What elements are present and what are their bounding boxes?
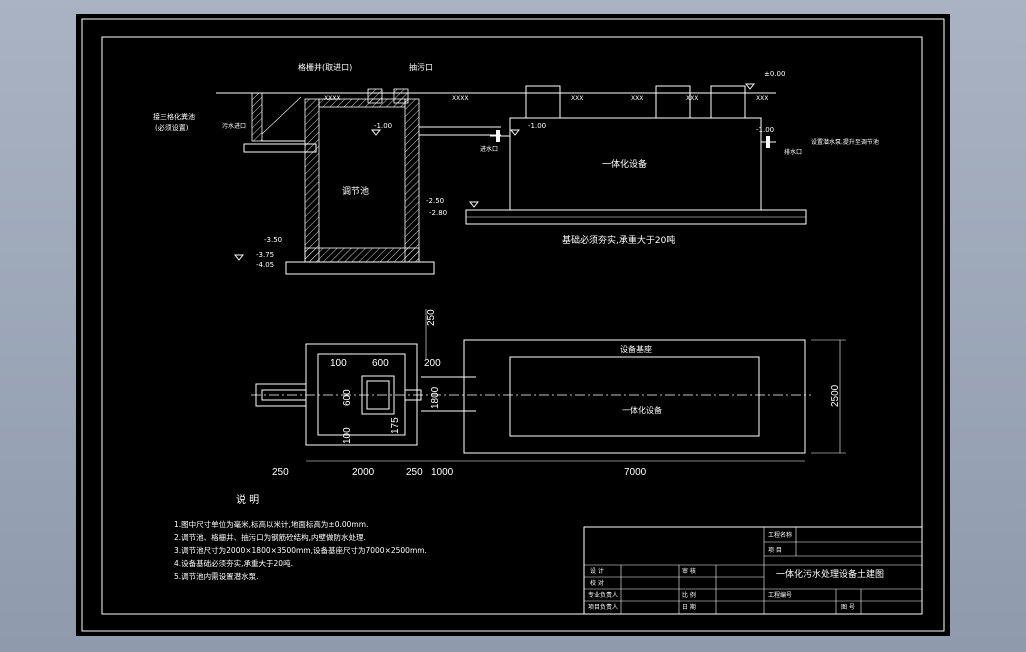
dim-250-top: 250	[426, 309, 437, 326]
dim-b1000: 1000	[431, 467, 454, 478]
dim-b7000: 7000	[624, 467, 647, 478]
equipment-section-label: 一体化设备	[602, 158, 647, 170]
notes: 说 明 1.图中尺寸单位为毫米,标高以米计,地面标高为±0.00mm. 2.调节…	[174, 493, 427, 581]
elev-405: -4.05	[256, 261, 274, 269]
section-view: XXXX XXXX XXX XXX XXX XXX	[153, 62, 879, 275]
inlet-label: 进水口	[480, 145, 498, 153]
dim-b250: 250	[272, 467, 289, 478]
cad-drawing-sheet: XXXX XXXX XXX XXX XXX XXX	[76, 14, 950, 636]
tank-label: 调节池	[342, 185, 369, 197]
notes-heading: 说 明	[236, 493, 259, 506]
svg-text:XXX: XXX	[756, 95, 768, 102]
elev-250: -2.50	[426, 197, 444, 205]
tb-label-5: 专业负责人	[588, 591, 618, 599]
dim-100: 100	[330, 358, 347, 369]
svg-text:XXX: XXX	[571, 95, 583, 102]
tb-label-2: 设 计	[590, 567, 604, 575]
foundation-note: 基础必须夯实,承重大于20吨	[562, 234, 675, 246]
title-block: 工程名称 项 目 设 计 校 对 审 核 专业负责人 项目负责人 工程编号 图 …	[583, 526, 923, 615]
note-5: 5.调节池内需设置潜水泵.	[174, 571, 259, 581]
tb-label-3: 校 对	[590, 579, 604, 587]
svg-text:XXX: XXX	[686, 95, 698, 102]
outlet-label: 排水口	[784, 148, 802, 156]
elev-top: ±0.00	[764, 70, 785, 78]
elev-280: -2.80	[429, 209, 447, 217]
svg-text:XXXX: XXXX	[324, 95, 340, 102]
elev-100c: -1.00	[756, 126, 774, 134]
elev-100a: -1.00	[374, 122, 392, 130]
tb-label-1: 项 目	[768, 547, 782, 554]
dim-175: 175	[390, 417, 401, 434]
svg-text:XXX: XXX	[631, 95, 643, 102]
screen-well-label: 格栅井(取进口)	[298, 62, 352, 72]
note-1: 1.图中尺寸单位为毫米,标高以米计,地面标高为±0.00mm.	[174, 519, 368, 529]
outer-border	[81, 18, 945, 632]
tb-label-9: 比 例	[682, 591, 696, 599]
outlet-note: 设置潜水泵,提升至调节池	[811, 138, 879, 146]
drawing-title: 一体化污水处理设备土建图	[776, 568, 884, 580]
pipe-note: 污水进口	[222, 122, 246, 130]
dim-100v: 100	[342, 427, 353, 444]
elev-100b: -1.00	[528, 122, 546, 130]
tb-label-8: 图 号	[841, 604, 855, 611]
septic-label: 接三格化粪池	[153, 112, 195, 121]
dim-1800: 1800	[430, 386, 441, 409]
tb-label-4: 审 核	[682, 567, 696, 575]
dim-2500: 2500	[830, 384, 841, 407]
note-3: 3.调节池尺寸为2000×1800×3500mm,设备基座尺寸为7000×250…	[174, 545, 427, 555]
elev-375: -3.75	[256, 251, 274, 259]
dim-b2000: 2000	[352, 467, 375, 478]
dim-600v: 600	[342, 389, 353, 406]
elev-350: -3.50	[264, 236, 282, 244]
tb-label-0: 工程名称	[768, 531, 792, 539]
svg-text:XXXX: XXXX	[452, 95, 468, 102]
dim-b250b: 250	[406, 467, 423, 478]
inner-border	[101, 36, 923, 615]
tb-label-6: 项目负责人	[588, 603, 618, 611]
note-4: 4.设备基础必须夯实,承重大于20吨.	[174, 558, 293, 568]
dim-600: 600	[372, 358, 389, 369]
suction-port-label: 抽污口	[409, 62, 433, 72]
note-2: 2.调节池、格栅井、抽污口为钢筋砼结构,内壁做防水处理.	[174, 532, 366, 542]
foundation-label: 设备基座	[620, 344, 652, 354]
tb-label-7: 工程编号	[768, 591, 792, 599]
septic-note: (必须设置)	[155, 123, 189, 132]
tb-label-10: 日 期	[682, 603, 696, 611]
plan-view: 设备基座 一体化设备 250 100 600 200 600 100 175 1…	[251, 309, 846, 478]
equipment-plan-label: 一体化设备	[622, 405, 662, 415]
dim-200: 200	[424, 358, 441, 369]
cad-drawing: XXXX XXXX XXX XXX XXX XXX	[81, 18, 945, 632]
